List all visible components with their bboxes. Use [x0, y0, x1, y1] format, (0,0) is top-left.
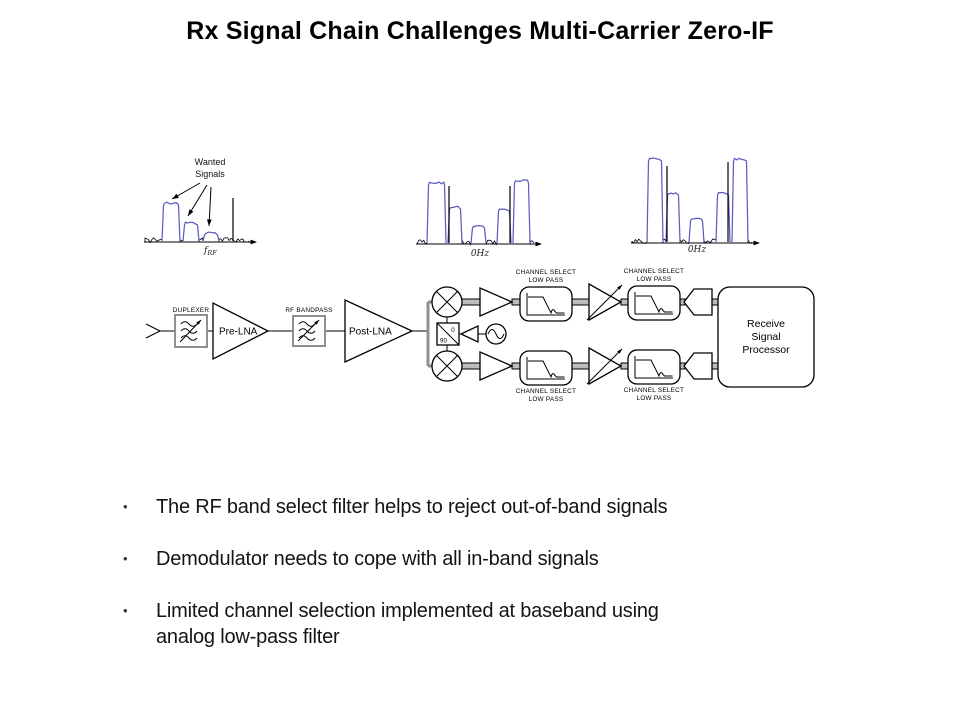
pre-lna-block: Pre-LNA: [212, 301, 270, 361]
noise-floor: [631, 238, 753, 244]
bullet-item: • Limited channel selection implemented …: [118, 598, 848, 650]
local-oscillator: [485, 323, 507, 345]
baseband-spectrum: 0Hz: [631, 157, 760, 255]
bullet-dot: •: [123, 551, 128, 566]
low-pass-label: LOW PASS: [637, 276, 672, 283]
pre-lna-label: Pre-LNA: [219, 327, 258, 338]
bus-i-6: [711, 298, 719, 306]
bullet-text: Demodulator needs to cope with all in-ba…: [156, 548, 599, 570]
channel-filter-1-q: [519, 350, 573, 386]
lowpass-curve-icon: [636, 359, 673, 378]
rsp-label-line1: Receive: [747, 318, 785, 330]
iq-split-bus: [426, 300, 432, 368]
bus-q-3: [571, 362, 590, 370]
lowpass-curve-icon: [528, 296, 565, 315]
signal-hump: [182, 221, 200, 242]
rsp-label-line3: Processor: [742, 344, 790, 356]
channel-select-label: CHANNEL SELECT: [516, 269, 576, 276]
signal-hump: [161, 201, 181, 242]
channel-filter-1-i: [519, 286, 573, 322]
signal-chain-diagram: DUPLEXER Pre-LNA RF BANDPASS Post-LNA: [145, 268, 815, 403]
bus-q-1: [461, 362, 481, 370]
signal-hump: [731, 157, 749, 243]
signal-hump: [665, 192, 681, 243]
duplexer-label: DUPLEXER: [173, 307, 210, 314]
bus-i-1: [461, 298, 481, 306]
phase-0-label: 0: [451, 327, 455, 334]
amp-i: [479, 287, 514, 317]
duplexer-block: [174, 314, 208, 348]
signal-hump: [426, 181, 447, 244]
phase-splitter-block: 0 90: [436, 322, 460, 346]
signal-hump: [470, 224, 487, 244]
signal-hump: [512, 179, 531, 244]
channel-filter-2-q: [627, 349, 681, 385]
filter-waves-icon: [180, 321, 198, 341]
mixer-i: [431, 286, 463, 318]
adc-i: [683, 288, 713, 316]
vga-q: [586, 346, 623, 386]
low-pass-label: LOW PASS: [529, 396, 564, 403]
zero-if-spectrum: 0Hz: [416, 179, 542, 259]
filter-arrow-icon: [314, 320, 319, 325]
slide-title: Rx Signal Chain Challenges Multi-Carrier…: [186, 17, 774, 45]
bullet-dot: •: [123, 499, 128, 514]
bus-q-6: [711, 362, 719, 370]
bus-i-3: [571, 298, 590, 306]
channel-select-label: CHANNEL SELECT: [516, 388, 576, 395]
signal-hump: [646, 157, 664, 243]
channel-select-label: CHANNEL SELECT: [624, 268, 684, 275]
rf-axis-label: fRF: [203, 246, 217, 257]
vga-i: [586, 282, 623, 322]
bullet-text: The RF band select filter helps to rejec…: [156, 496, 668, 518]
amp-q: [479, 351, 514, 381]
rsp-label-line2: Signal: [751, 331, 780, 343]
lowpass-curve-icon: [636, 295, 673, 314]
channel-select-label: CHANNEL SELECT: [624, 387, 684, 394]
receive-signal-processor-block: Receive Signal Processor: [717, 286, 815, 388]
low-pass-label: LOW PASS: [529, 277, 564, 284]
signal-hump: [447, 205, 463, 244]
zero-hz-axis-label: 0Hz: [471, 249, 490, 259]
bullet-item: • The RF band select filter helps to rej…: [118, 494, 848, 520]
phase-90-label: 90: [440, 338, 447, 345]
channel-filter-2-i: [627, 285, 681, 321]
noise-floor: [144, 237, 250, 244]
lo-buffer: [459, 324, 479, 344]
low-pass-label: LOW PASS: [637, 395, 672, 402]
signal-hump: [202, 231, 220, 242]
wanted-signals-label-line1: Wanted: [195, 157, 226, 167]
signal-hump: [496, 208, 512, 244]
lowpass-curve-icon: [528, 360, 565, 379]
rf-bandpass-label: RF BANDPASS: [285, 307, 332, 314]
adc-q: [683, 352, 713, 380]
mixer-q: [431, 350, 463, 382]
noise-floor: [416, 239, 535, 246]
post-lna-label: Post-LNA: [349, 327, 392, 338]
bullet-dot: •: [123, 603, 128, 618]
zero-hz-axis-label-2: 0Hz: [688, 245, 707, 255]
wanted-signals-label-line2: Signals: [195, 169, 225, 179]
gain-arrow-icon: [617, 285, 622, 290]
antenna-icon: [145, 323, 175, 339]
rf-bandpass-block: [292, 315, 326, 347]
rf-input-spectrum: Wanted Signals fRF: [144, 157, 257, 257]
sine-wave-icon: [487, 329, 505, 339]
bullet-item: • Demodulator needs to cope with all in-…: [118, 546, 848, 572]
gain-arrow-icon: [617, 349, 622, 354]
bullet-text: Limited channel selection implemented at…: [156, 600, 659, 648]
filter-arrow-icon: [196, 320, 201, 325]
signal-hump: [688, 217, 705, 243]
post-lna-block: Post-LNA: [344, 298, 414, 364]
bullet-list: • The RF band select filter helps to rej…: [118, 494, 848, 676]
